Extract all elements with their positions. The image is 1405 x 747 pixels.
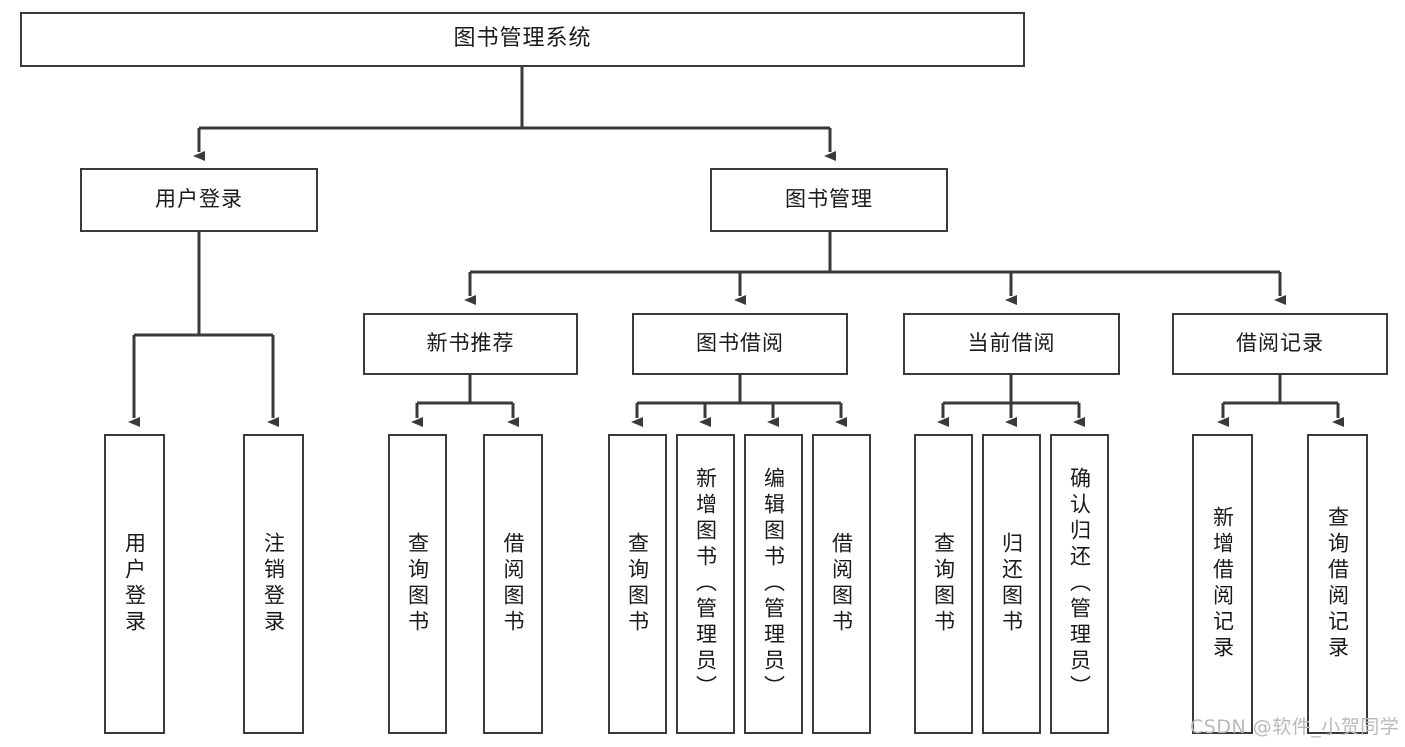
leaf-add-book-label: 新增图书（管理员）: [693, 467, 718, 701]
leaf-return-book-label: 归还图书: [999, 532, 1024, 636]
leaf-confirm-return[interactable]: 确认归还（管理员）: [1050, 434, 1109, 734]
leaf-confirm-return-label: 确认归还（管理员）: [1067, 467, 1092, 701]
node-book-manage[interactable]: 图书管理: [710, 168, 948, 232]
leaf-edit-book-label: 编辑图书（管理员）: [761, 467, 786, 701]
leaf-query-book-3-label: 查询图书: [931, 532, 956, 636]
leaf-user-logout[interactable]: 注销登录: [243, 434, 304, 734]
node-user-login-label: 用户登录: [155, 187, 243, 212]
leaf-query-book-1[interactable]: 查询图书: [388, 434, 447, 734]
leaf-query-record-label: 查询借阅记录: [1325, 506, 1350, 662]
node-root[interactable]: 图书管理系统: [20, 12, 1025, 67]
leaf-borrow-book-2[interactable]: 借阅图书: [812, 434, 871, 734]
node-book-borrow[interactable]: 图书借阅: [632, 313, 848, 375]
leaf-query-book-3[interactable]: 查询图书: [914, 434, 973, 734]
leaf-borrow-book-1-label: 借阅图书: [501, 532, 526, 636]
leaf-query-record[interactable]: 查询借阅记录: [1307, 434, 1368, 734]
node-current-borrow-label: 当前借阅: [967, 331, 1056, 356]
node-current-borrow[interactable]: 当前借阅: [903, 313, 1120, 375]
leaf-query-book-1-label: 查询图书: [405, 532, 430, 636]
leaf-borrow-book-2-label: 借阅图书: [829, 532, 854, 636]
node-new-book-recommend[interactable]: 新书推荐: [363, 313, 578, 375]
node-book-manage-label: 图书管理: [785, 187, 873, 212]
leaf-query-book-2-label: 查询图书: [625, 532, 650, 636]
node-borrow-record-label: 借阅记录: [1236, 331, 1324, 356]
node-new-book-recommend-label: 新书推荐: [426, 331, 515, 356]
leaf-user-logout-label: 注销登录: [261, 532, 286, 636]
node-borrow-record[interactable]: 借阅记录: [1172, 313, 1388, 375]
leaf-user-login-label: 用户登录: [122, 532, 147, 636]
leaf-add-book[interactable]: 新增图书（管理员）: [676, 434, 735, 734]
leaf-borrow-book-1[interactable]: 借阅图书: [483, 434, 543, 734]
node-book-borrow-label: 图书借阅: [696, 331, 784, 356]
node-root-label: 图书管理系统: [453, 26, 592, 52]
csdn-watermark: CSDN @软件_小贺同学: [1190, 716, 1400, 738]
leaf-user-login[interactable]: 用户登录: [104, 434, 165, 734]
leaf-return-book[interactable]: 归还图书: [982, 434, 1041, 734]
node-user-login[interactable]: 用户登录: [80, 168, 318, 232]
leaf-query-book-2[interactable]: 查询图书: [608, 434, 667, 734]
leaf-add-record[interactable]: 新增借阅记录: [1192, 434, 1253, 734]
leaf-edit-book[interactable]: 编辑图书（管理员）: [744, 434, 803, 734]
leaf-add-record-label: 新增借阅记录: [1210, 506, 1235, 662]
